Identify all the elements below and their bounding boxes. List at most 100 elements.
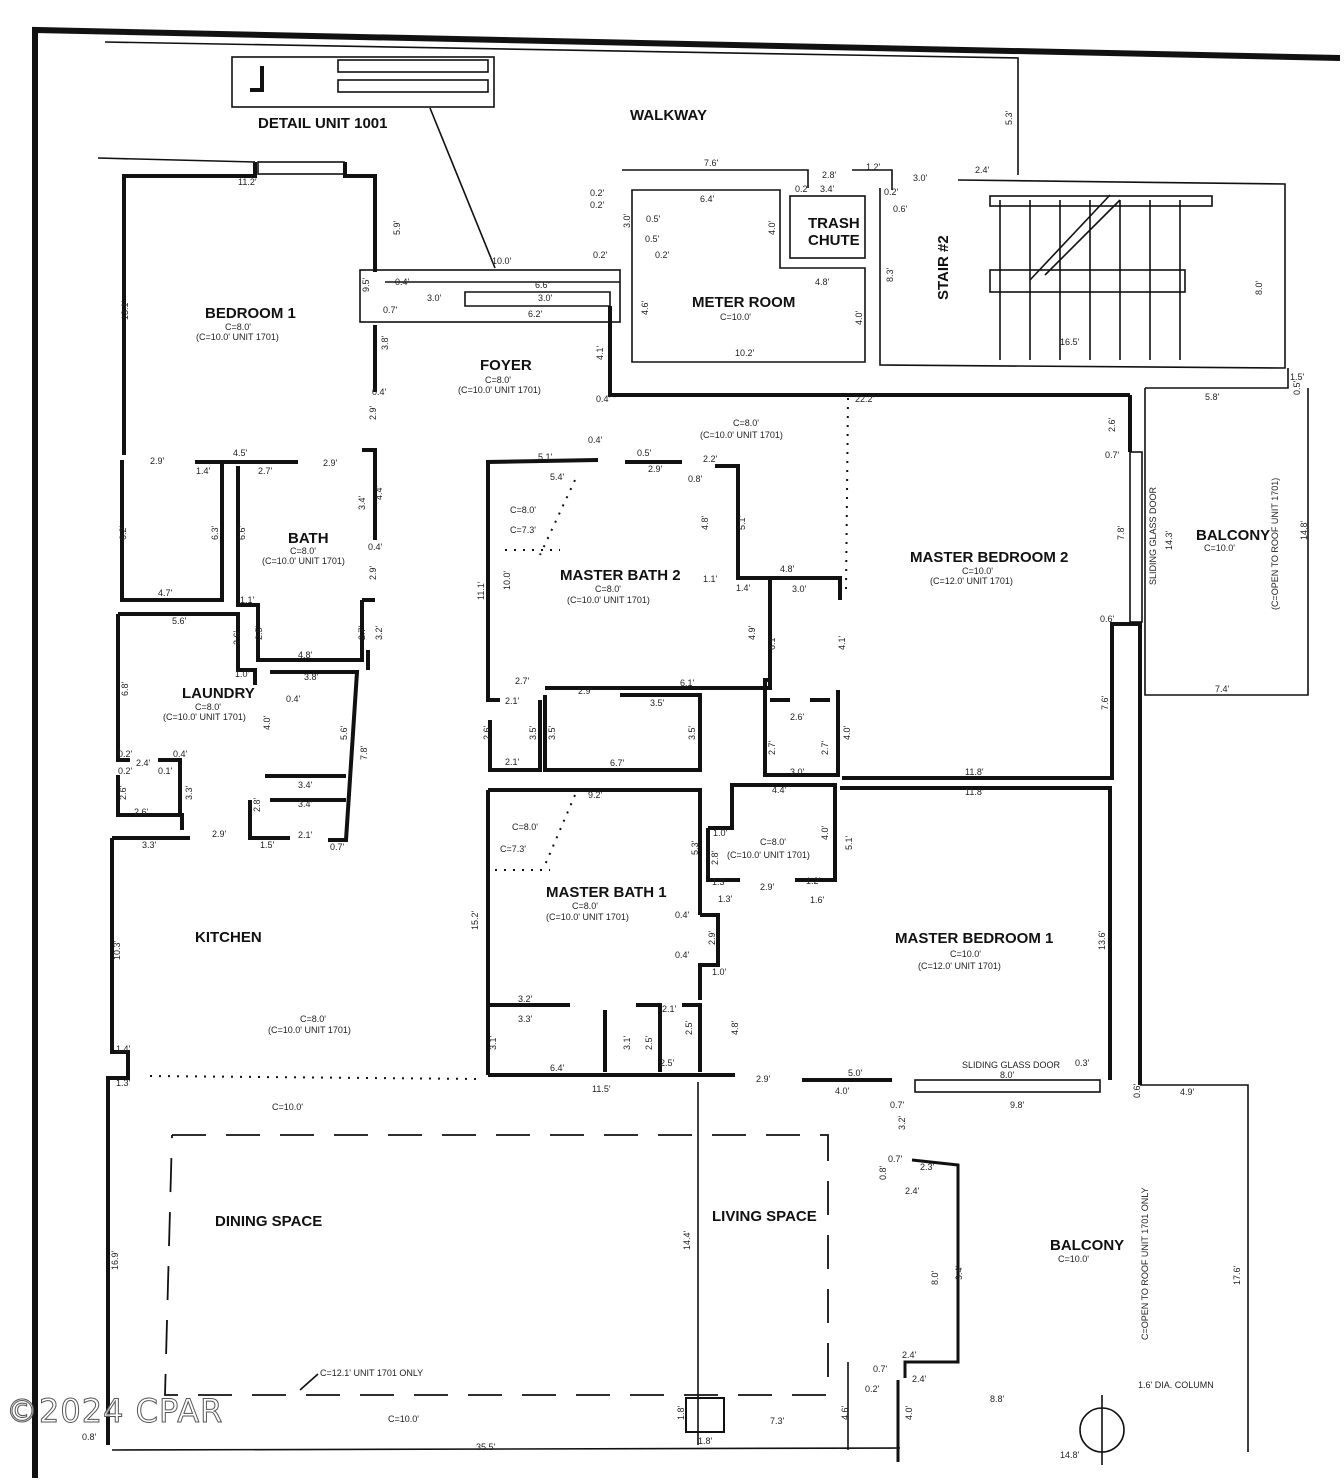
dim-label: 2.1' bbox=[505, 696, 520, 706]
dim-label: 6.2' bbox=[118, 525, 128, 540]
master-bedroom1-ceiling-1701: (C=12.0' UNIT 1701) bbox=[918, 961, 1001, 971]
dim-label: 1.0' bbox=[713, 828, 728, 838]
dim-label: 0.4' bbox=[372, 387, 387, 397]
dim-label: 2.7' bbox=[515, 676, 530, 686]
dim-label: 1.0' bbox=[712, 967, 727, 977]
dim-label: 7.6' bbox=[1100, 695, 1110, 710]
dim-label: 2.6' bbox=[134, 807, 149, 817]
master-bath1-walls bbox=[486, 788, 735, 1077]
dim-label: 4.6' bbox=[840, 1405, 850, 1420]
dim-label: 10.3' bbox=[112, 940, 122, 960]
dim-label: 7.8' bbox=[1116, 525, 1126, 540]
upper-balcony-label: BALCONY bbox=[1196, 527, 1270, 544]
dim-label: 0.4' bbox=[395, 277, 410, 287]
dim-label: 2.7' bbox=[767, 740, 777, 755]
dim-label: 0.4' bbox=[675, 950, 690, 960]
dim-label: 3.4' bbox=[298, 799, 313, 809]
foyer-walls bbox=[359, 269, 1130, 397]
dim-label: 4.0' bbox=[820, 825, 830, 840]
dim-label: 6.2' bbox=[528, 309, 543, 319]
lower-balcony-label: BALCONY bbox=[1050, 1237, 1124, 1254]
dim-label: 9.5' bbox=[361, 277, 371, 292]
dim-label: 3.8' bbox=[304, 672, 319, 682]
dim-label: 2.3' bbox=[920, 1162, 935, 1172]
dim-label: 0.4' bbox=[675, 910, 690, 920]
dim-label: 1.8' bbox=[698, 1436, 713, 1446]
dim-label: 5.4' bbox=[550, 472, 565, 482]
bath-walls bbox=[195, 448, 377, 662]
dim-label: 0.2' bbox=[590, 188, 605, 198]
dim-label: 9.2' bbox=[588, 790, 603, 800]
bath-ceiling-1701: (C=10.0' UNIT 1701) bbox=[262, 556, 345, 566]
living-space-label: LIVING SPACE bbox=[712, 1208, 817, 1225]
dim-label: 1.5' bbox=[260, 840, 275, 850]
dim-label: 9.8' bbox=[1010, 1100, 1025, 1110]
dim-label: 5.6' bbox=[339, 725, 349, 740]
dim-label: 35.5' bbox=[476, 1442, 496, 1452]
page-frame bbox=[32, 26, 1341, 1478]
dim-label: 3.2' bbox=[897, 1115, 907, 1130]
bedroom1-label: BEDROOM 1 bbox=[205, 305, 296, 322]
dim-label: 1.1' bbox=[703, 574, 718, 584]
dim-label: 2.5' bbox=[254, 625, 264, 640]
dim-label: 5.3' bbox=[1004, 110, 1014, 125]
dim-label: 17.6' bbox=[1232, 1265, 1242, 1285]
dim-label: 0.7' bbox=[330, 842, 345, 852]
dim-label: 1.3' bbox=[712, 877, 727, 887]
lower-ceiling: C=10.0' bbox=[388, 1414, 419, 1424]
dim-label: 3.3' bbox=[142, 840, 157, 850]
dim-label: 0.4' bbox=[173, 749, 188, 759]
dim-label: 0.2' bbox=[865, 1384, 880, 1394]
dim-label: 2.5' bbox=[644, 1035, 654, 1050]
dim-label: 2.4' bbox=[902, 1350, 917, 1360]
dim-label: 0.5' bbox=[646, 214, 661, 224]
dim-label: 3.1' bbox=[488, 1035, 498, 1050]
soffit-ceiling-a: C=8.0' bbox=[510, 505, 536, 515]
dim-label: 0.2' bbox=[118, 766, 133, 776]
dim-label: 6.6' bbox=[237, 525, 247, 540]
main-ceiling: C=10.0' bbox=[272, 1102, 303, 1112]
dim-label: 1.1' bbox=[240, 595, 255, 605]
dim-label: 16.9' bbox=[110, 1250, 120, 1270]
dim-label: 2.5' bbox=[660, 1058, 675, 1068]
upper-balcony-ceiling: C=10.0' bbox=[1204, 543, 1235, 553]
lower-balcony-note: C=OPEN TO ROOF UNIT 1701 ONLY bbox=[1140, 1187, 1150, 1340]
dim-label: 0.8' bbox=[82, 1432, 97, 1442]
dim-label: 6.8' bbox=[120, 681, 130, 696]
dim-label: 2.9' bbox=[578, 686, 593, 696]
meter-room-label: METER ROOM bbox=[692, 294, 795, 311]
dim-label: 4.0' bbox=[835, 1086, 850, 1096]
dim-label: 2.9' bbox=[368, 565, 378, 580]
soffit-ceiling-c: C=8.0' bbox=[512, 822, 538, 832]
living-dining-outline bbox=[111, 1082, 901, 1451]
dim-label: 7.3' bbox=[770, 1416, 785, 1426]
dim-label: 3.2' bbox=[518, 994, 533, 1004]
dim-label: 3.4' bbox=[357, 495, 367, 510]
dim-label: 6.4' bbox=[700, 194, 715, 204]
dim-label: 2.6' bbox=[790, 712, 805, 722]
laundry-walls bbox=[116, 612, 370, 842]
dim-label: 2.8' bbox=[822, 170, 837, 180]
dim-label: 4.0' bbox=[904, 1405, 914, 1420]
closet1-walls bbox=[706, 783, 837, 882]
dim-label: 14.4' bbox=[682, 1230, 692, 1250]
dim-label: 13.6' bbox=[1097, 930, 1107, 950]
dim-label: 2.9' bbox=[212, 829, 227, 839]
dim-label: 6.1' bbox=[767, 635, 777, 650]
dim-label: 4.5' bbox=[233, 448, 248, 458]
dim-label: 2.8' bbox=[252, 797, 262, 812]
dim-label: 4.8' bbox=[298, 650, 313, 660]
dim-label: 0.4' bbox=[588, 435, 603, 445]
dim-label: 8.8' bbox=[990, 1394, 1005, 1404]
hall-ceiling: C=8.0' bbox=[733, 418, 759, 428]
dim-label: 2.9' bbox=[648, 464, 663, 474]
dim-label: 14.8' bbox=[1060, 1450, 1080, 1460]
dim-label: 5.1' bbox=[737, 515, 747, 530]
dimension-labels: 11.2' 13.1' 5.9' 10.0' 6.6' 3.0' 3.0' 6.… bbox=[82, 110, 1309, 1460]
dim-label: 4.0' bbox=[262, 715, 272, 730]
dim-label: 15.2' bbox=[470, 910, 480, 930]
dim-label: 3.2' bbox=[374, 625, 384, 640]
dim-label: 1.3' bbox=[116, 1078, 131, 1088]
trash-chute-label-line2: CHUTE bbox=[808, 232, 860, 249]
